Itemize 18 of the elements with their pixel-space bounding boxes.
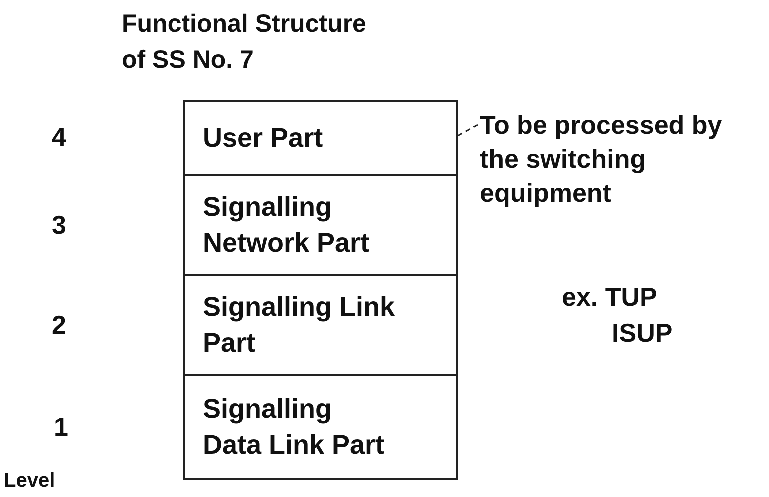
example-text: ISUP xyxy=(612,318,673,348)
layer-box xyxy=(183,274,458,376)
diagram-title: Functional Structure of SS No. 7 xyxy=(122,9,368,76)
leader-line xyxy=(458,124,478,137)
axis-label: Level xyxy=(4,469,56,494)
layer-box xyxy=(183,100,458,176)
level-number: 4 xyxy=(52,122,66,152)
layer-box xyxy=(183,374,458,480)
note-text: To be processed by the switching equipment xyxy=(480,109,724,210)
layer-label: User Part xyxy=(203,122,324,155)
example-text: ex. TUP xyxy=(562,282,658,312)
layer-box xyxy=(183,174,458,276)
layer-label: Signalling Link Part xyxy=(203,291,396,360)
level-number: 2 xyxy=(52,310,66,340)
layer-label: Signalling Data Link Part xyxy=(203,393,386,462)
layer-label: Signalling Network Part xyxy=(203,191,371,260)
level-number: 1 xyxy=(54,412,68,442)
level-number: 3 xyxy=(52,210,66,240)
